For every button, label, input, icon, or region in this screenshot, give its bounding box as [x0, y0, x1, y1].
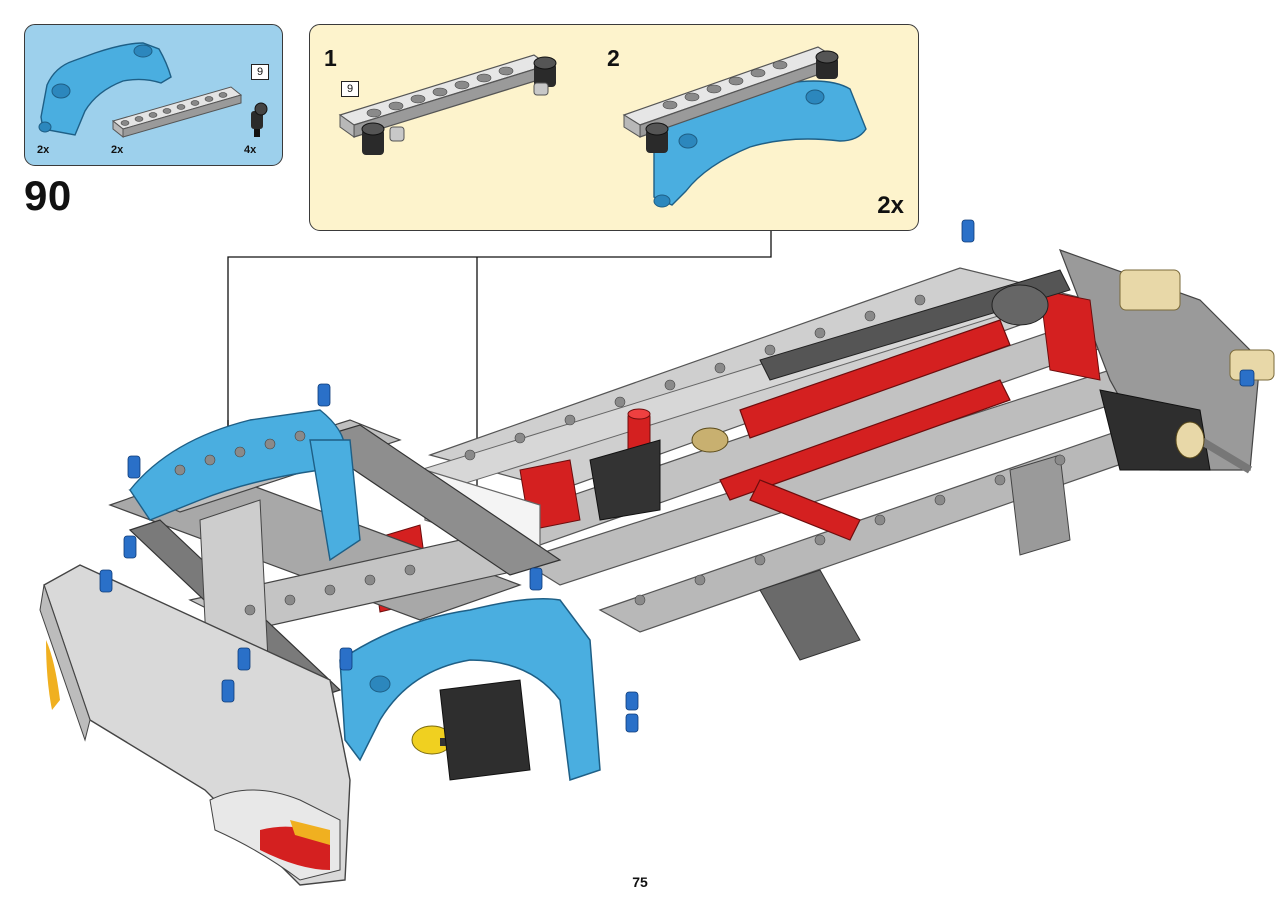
black-connector-part-icon — [251, 102, 268, 137]
rear-blue-fender — [339, 598, 601, 782]
bumper-decal-yellow — [290, 820, 330, 845]
drivetrain — [589, 269, 1205, 661]
front-axle — [411, 679, 531, 781]
sub-step-number-1: 1 — [324, 45, 337, 71]
front-blue-fender — [129, 409, 361, 562]
parts-qty-beam: 2x — [111, 144, 124, 156]
arrow-connector-main — [227, 231, 772, 430]
page-number: 75 — [632, 874, 648, 890]
sub-step-length-tag: 9 — [341, 81, 359, 97]
beam-length-tag: 9 — [251, 64, 269, 80]
sub-step-1-assembly — [338, 54, 557, 155]
sub-step-2-assembly — [622, 46, 867, 208]
step-number: 90 — [24, 172, 72, 219]
parts-qty-fender: 2x — [37, 144, 50, 156]
parts-list-illustration — [38, 42, 268, 139]
sub-assembly-illustration — [338, 46, 867, 208]
beam-holes — [174, 294, 1066, 616]
sub-assembly-callout: 1 9 2 2x — [309, 24, 919, 231]
gray-beam-part-icon — [111, 86, 243, 139]
rear-frame — [1009, 248, 1275, 556]
parts-qty-connector: 4x — [244, 144, 257, 156]
parts-list-box: 2x 2x 4x 9 — [24, 24, 283, 166]
sub-assembly-multiplier: 2x — [877, 192, 904, 219]
blue-fender-part-icon — [38, 42, 172, 136]
sub-step-number-2: 2 — [607, 45, 620, 71]
front-bumper — [39, 564, 351, 886]
blue-pins — [99, 219, 1255, 733]
